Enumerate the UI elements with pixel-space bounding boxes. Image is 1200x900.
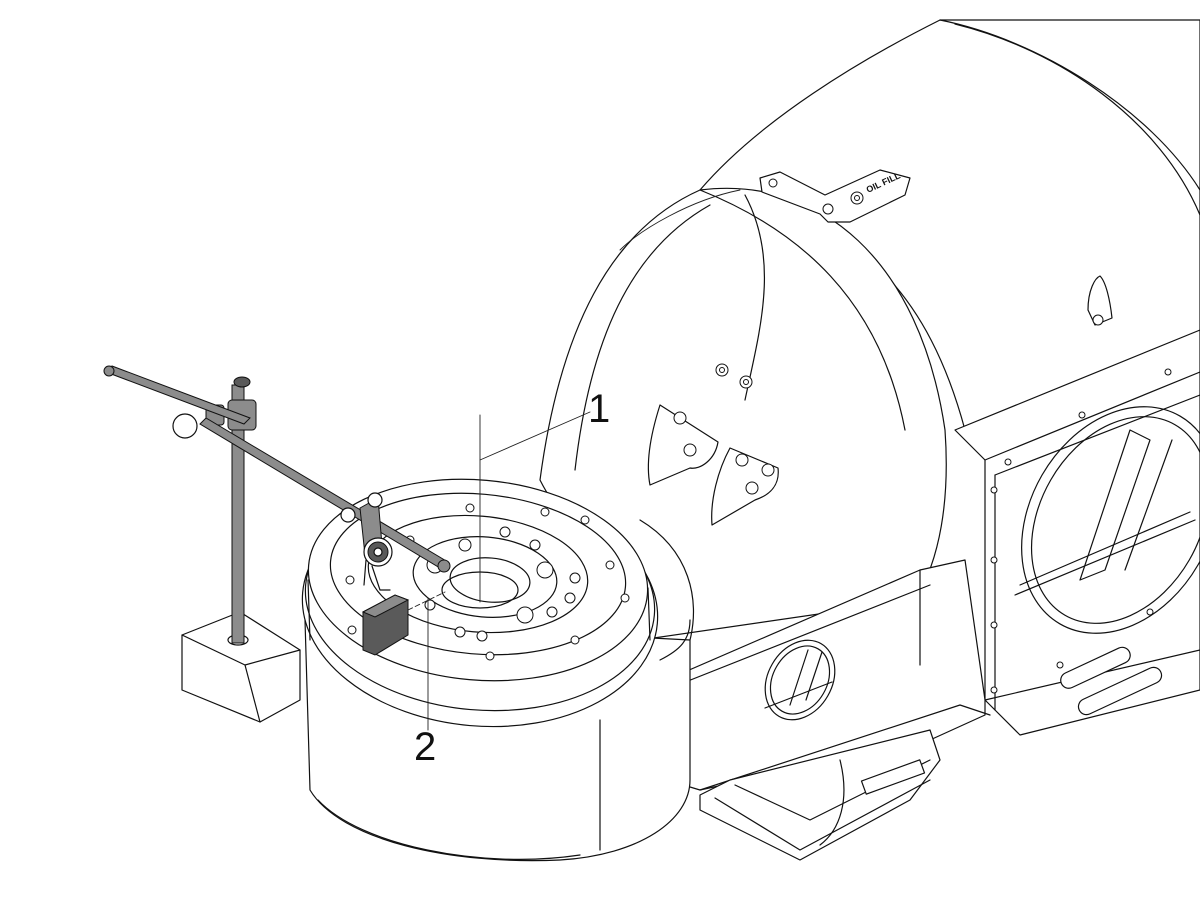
dial-indicator-icon [363, 537, 393, 591]
trunnion-housing [539, 19, 1200, 641]
gauge-block [361, 594, 410, 656]
callout-label-1: 1 [588, 387, 610, 431]
triangular-pocket [711, 447, 779, 526]
oil-fill-bracket: OIL FILL [759, 169, 911, 223]
haas-logo-icon [764, 639, 836, 721]
callout-label-2: 2 [414, 725, 436, 769]
callout-2: 2 [407, 591, 446, 769]
callout-1: 1 [479, 387, 610, 603]
mounting-foot [699, 729, 941, 861]
indicator-arm-rod [103, 365, 451, 573]
triangular-pocket [647, 404, 719, 486]
haas-logo-icon [1014, 406, 1200, 634]
motor-housing-panel [954, 329, 1200, 736]
housing-fitting [1087, 275, 1113, 326]
